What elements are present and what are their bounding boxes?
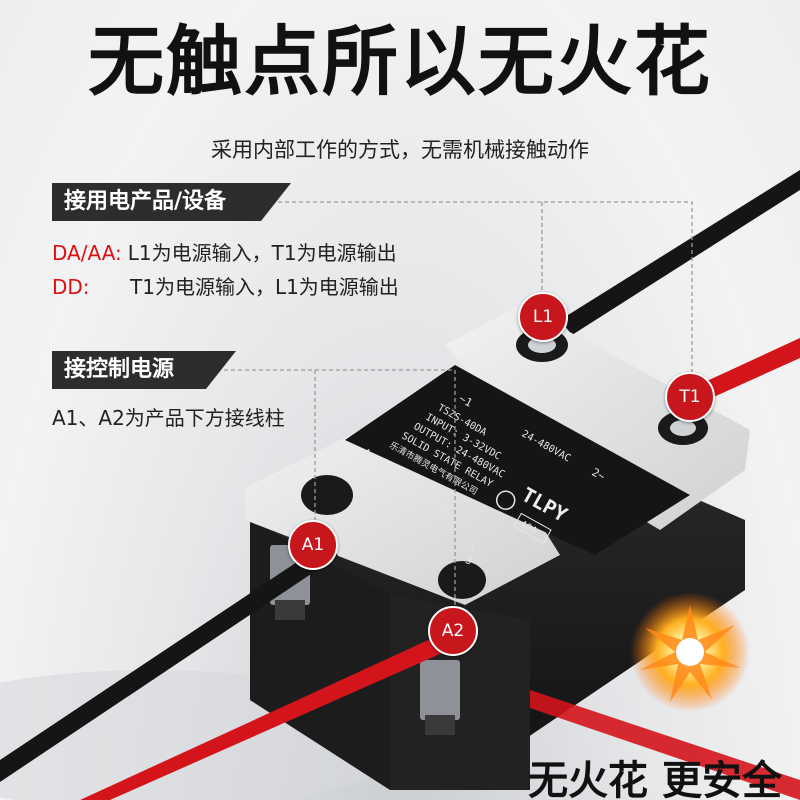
terminal-a2-slot	[425, 715, 455, 735]
terminal-a2-screw	[420, 660, 460, 720]
marker-a1: A1	[288, 520, 338, 570]
control-description: A1、A2为产品下方接线柱	[52, 406, 285, 430]
guide-line-control-a2	[315, 369, 456, 608]
red-wire-a2	[80, 630, 458, 800]
brand-logo-icon	[495, 490, 516, 510]
marker-t1: T1	[665, 372, 715, 422]
spark-core	[676, 638, 704, 666]
marker-l1: L1	[518, 292, 568, 342]
red-wire-lower-right	[530, 690, 800, 800]
bottom-slogan: 无火花 更安全	[528, 758, 782, 800]
mode-text: L1为电源输入，T1为电源输出	[127, 241, 397, 265]
mode-key: DA/AA:	[52, 241, 122, 265]
mode-row-dd: DD: T1为电源输入，L1为电源输出	[52, 271, 399, 300]
screw-hole-a2	[438, 561, 486, 599]
screw-t1	[670, 420, 696, 436]
relay-plus: +	[467, 544, 478, 557]
relay-upper-cover	[445, 305, 750, 530]
rating-box	[513, 512, 552, 544]
relay-pin1: ~1	[457, 392, 475, 410]
relay-pin3: 3	[463, 555, 474, 568]
device-tag: 接用电产品/设备	[52, 183, 261, 221]
mode-text: T1为电源输入，L1为电源输出	[130, 275, 399, 299]
subtitle: 采用内部工作的方式，无需机械接触动作	[211, 138, 589, 162]
mode-key: DD:	[52, 275, 90, 299]
relay-pin2: 2~	[590, 466, 608, 484]
relay-pin4: 4	[361, 447, 372, 460]
black-wire-top	[560, 170, 800, 335]
headline: 无触点所以无火花	[88, 17, 712, 106]
marker-a2: A2	[428, 606, 478, 656]
mode-row-da-aa: DA/AA:L1为电源输入，T1为电源输出	[52, 237, 397, 266]
guide-line-device-t1	[250, 201, 693, 395]
relay-label-plate	[345, 365, 690, 555]
black-wire-a1	[0, 540, 338, 782]
control-tag: 接控制电源	[52, 351, 206, 389]
terminal-a1-slot	[275, 600, 305, 620]
screw-hole-a1	[301, 475, 353, 515]
